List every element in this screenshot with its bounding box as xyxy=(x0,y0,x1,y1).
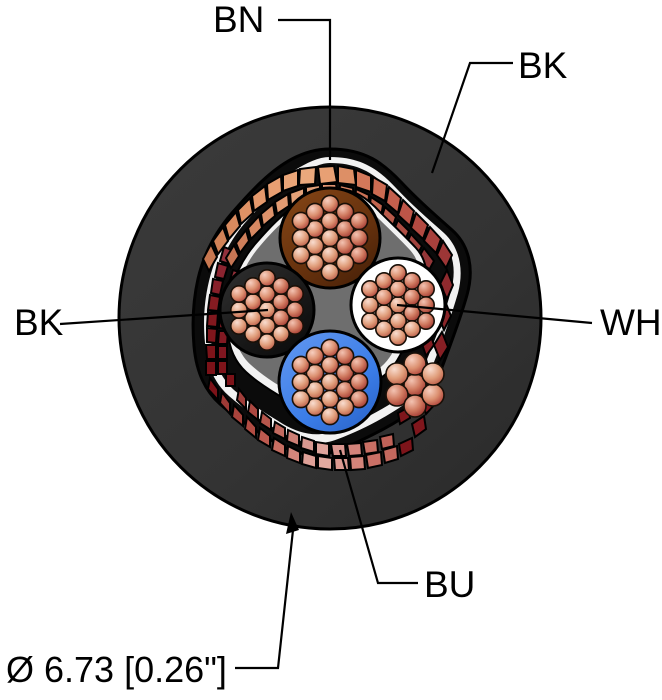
conductor-bn-strands xyxy=(291,194,369,282)
callout-labels: BN BK BK WH BU Ø 6.73 [0.26"] xyxy=(6,0,662,690)
leader-line-bu xyxy=(338,449,418,585)
leader-line-bk-top xyxy=(430,61,513,174)
conductor-bu-strands xyxy=(291,338,369,426)
leader-line-wh xyxy=(396,303,593,325)
leader-lines xyxy=(59,18,593,670)
conductor-bk-strands xyxy=(230,268,304,351)
conductor-bk xyxy=(218,261,316,359)
leader-line-diameter xyxy=(235,529,295,670)
callout-label-bk-left: BK xyxy=(14,302,64,343)
callout-label-bn: BN xyxy=(213,0,264,40)
copper-filler-bundle xyxy=(385,352,445,418)
conductor-bu xyxy=(277,329,383,435)
dimension-label: Ø 6.73 [0.26"] xyxy=(6,649,227,690)
leader-line-bn xyxy=(278,18,332,160)
callout-label-bk-top: BK xyxy=(518,45,568,86)
leader-line-bk-left xyxy=(59,308,269,326)
callout-label-wh: WH xyxy=(600,302,662,343)
callout-label-bu: BU xyxy=(424,564,475,605)
dimension-arrowhead xyxy=(286,512,299,534)
conductor-wh-strands xyxy=(360,263,435,346)
conductor-bn xyxy=(278,186,382,290)
